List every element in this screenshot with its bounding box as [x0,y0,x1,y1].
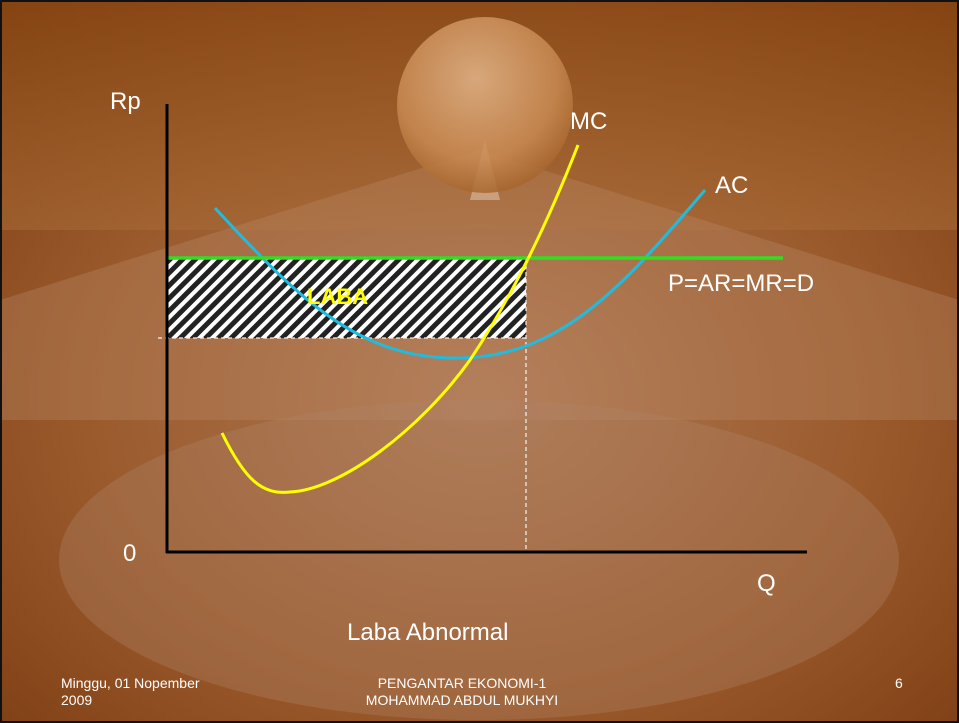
page-number: 6 [895,675,903,691]
footer-course-line2: MOHAMMAD ABDUL MUKHYI [365,692,559,708]
y-axis-label: Rp [110,88,141,115]
price-line-label: P=AR=MR=D [668,270,815,297]
slide-title: Laba Abnormal [347,619,509,646]
mc-label: MC [570,108,608,135]
background-sphere [397,17,573,193]
footer-date-line2: 2009 [61,692,93,708]
background-glow [59,400,899,720]
profit-area [168,258,526,338]
footer-date-line1: Minggu, 01 Nopember [61,675,200,691]
footer-date: Minggu, 01 Nopember 2009 [61,675,200,709]
ac-label: AC [715,172,749,199]
footer-course: PENGANTAR EKONOMI-1 MOHAMMAD ABDUL MUKHY… [357,675,567,709]
footer-course-line1: PENGANTAR EKONOMI-1 [377,675,547,691]
x-axis-label: Q [757,570,776,597]
mc-curve [220,144,580,494]
profit-area-label: LABA [307,284,369,309]
ac-curve [213,189,707,360]
origin-label: 0 [123,540,137,567]
